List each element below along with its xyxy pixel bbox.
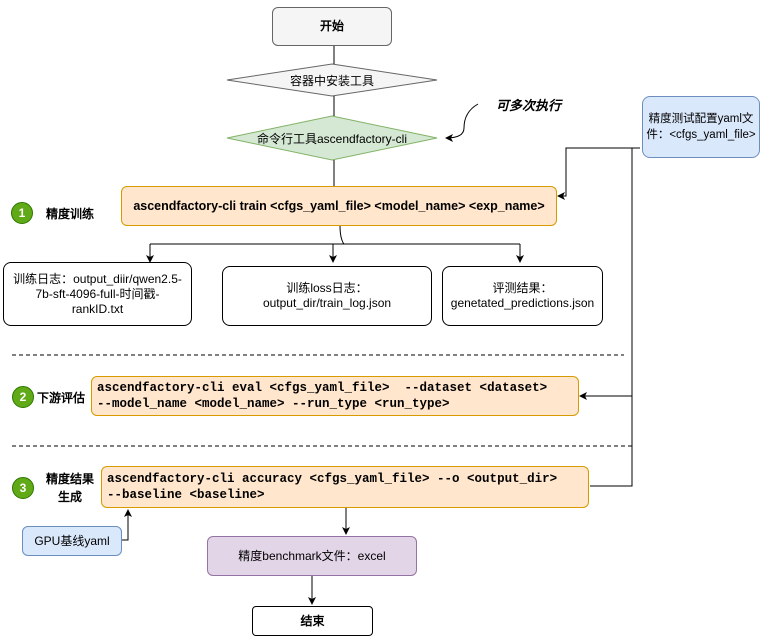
benchmark-label: 精度benchmark文件：excel xyxy=(238,548,386,563)
start-node: 开始 xyxy=(272,7,392,46)
train-log-node: 训练日志：output_diir/qwen2.5- 7b-sft-4096-fu… xyxy=(3,262,192,326)
end-label: 结束 xyxy=(300,613,325,628)
stage-1-label: 精度训练 xyxy=(46,207,95,221)
loss-log-node: 训练loss日志： output_dir/train_log.json xyxy=(222,266,432,326)
benchmark-node: 精度benchmark文件：excel xyxy=(207,536,417,576)
train-command: ascendfactory-cli train <cfgs_yaml_file>… xyxy=(133,198,545,213)
stage-3-badge: 3 xyxy=(12,477,34,499)
accuracy-command-line-2: --baseline <baseline> xyxy=(107,488,265,502)
eval-command-line-1: ascendfactory-cli eval <cfgs_yaml_file> … xyxy=(97,381,548,395)
train-log-line-1: 训练日志：output_diir/qwen2.5- xyxy=(13,271,182,286)
stage-3-number: 3 xyxy=(19,481,27,495)
end-node: 结束 xyxy=(252,606,373,636)
gpu-baseline-label: GPU基线yaml xyxy=(34,533,110,548)
stage-3-label-line-2: 生成 xyxy=(58,490,83,504)
loss-log-line-2: output_dir/train_log.json xyxy=(262,296,392,310)
stage-3-label-line-1: 精度结果 xyxy=(46,472,95,486)
stage-1-number: 1 xyxy=(18,206,26,220)
stage-1-badge: 1 xyxy=(11,202,33,224)
loss-log-line-1: 训练loss日志： xyxy=(286,281,368,295)
config-yaml-node: 精度测试配置yaml文 件：<cfgs_yaml_file> xyxy=(642,96,760,158)
stage-2-number: 2 xyxy=(19,390,27,404)
gpu-baseline-node: GPU基线yaml xyxy=(22,526,122,556)
cli-diamond xyxy=(226,115,438,161)
train-log-line-3: rankID.txt xyxy=(71,301,124,316)
install-label: 容器中安装工具 xyxy=(289,73,374,88)
install-diamond xyxy=(226,63,438,97)
config-line-2: 件：<cfgs_yaml_file> xyxy=(646,129,756,141)
train-log-line-2: 7b-sft-4096-full-时间戳- xyxy=(35,286,160,301)
config-line-1: 精度测试配置yaml文 xyxy=(648,113,754,125)
train-command-node: ascendfactory-cli train <cfgs_yaml_file>… xyxy=(121,186,557,226)
eval-command-line-2: --model_name <model_name> --run_type <ru… xyxy=(97,397,450,411)
stage-2-label: 下游评估 xyxy=(37,391,86,405)
eval-command-node: ascendfactory-cli eval <cfgs_yaml_file> … xyxy=(91,376,579,416)
stage-2-badge: 2 xyxy=(12,386,34,408)
eval-result-line-2: genetated_predictions.json xyxy=(450,296,595,310)
eval-result-node: 评测结果： genetated_predictions.json xyxy=(442,266,603,326)
eval-result-line-1: 评测结果： xyxy=(492,281,553,295)
accuracy-command-node: ascendfactory-cli accuracy <cfgs_yaml_fi… xyxy=(101,466,589,508)
start-label: 开始 xyxy=(319,19,344,33)
cli-label: 命令行工具ascendfactory-cli xyxy=(256,131,408,146)
accuracy-command-line-1: ascendfactory-cli accuracy <cfgs_yaml_fi… xyxy=(107,472,558,486)
repeat-note: 可多次执行 xyxy=(496,98,562,113)
